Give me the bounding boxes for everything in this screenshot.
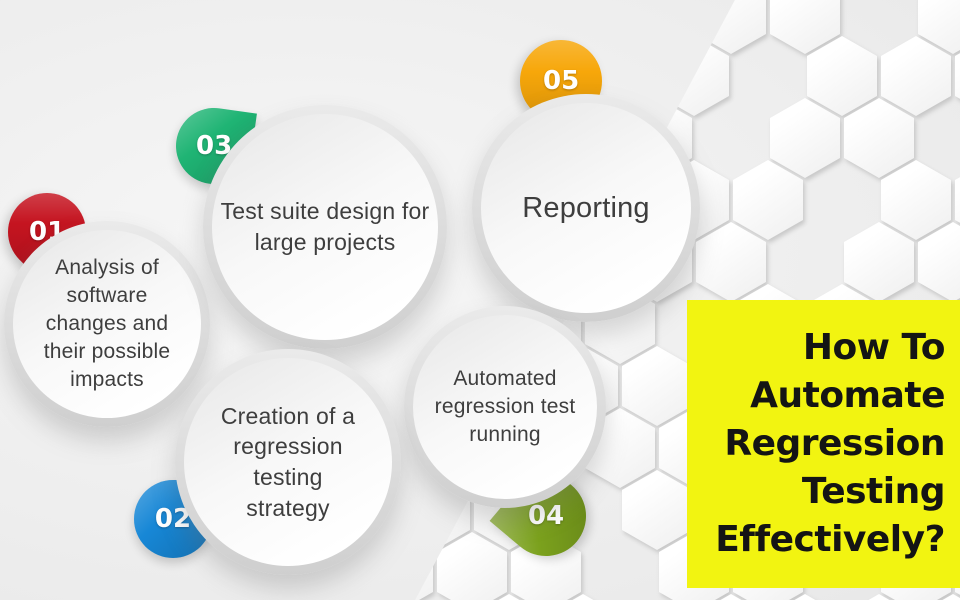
title-line-5: Effectively? <box>715 519 945 560</box>
step-4-circle: Automated regression test running <box>404 306 606 508</box>
hexagon-tile <box>918 222 960 302</box>
step-1-label: Analysis of software changes and their p… <box>43 256 171 391</box>
hexagon <box>733 160 803 240</box>
hexagon-tile <box>955 36 960 116</box>
hexagon <box>437 532 507 600</box>
step-4-disc: Automated regression test running <box>413 315 597 499</box>
hexagon <box>918 222 960 302</box>
hexagon-tile <box>696 0 766 54</box>
step-2-label: Creation of a regression testing strateg… <box>220 402 356 521</box>
hexagon <box>955 36 960 116</box>
hexagon <box>696 594 766 600</box>
hexagon-tile <box>415 532 433 600</box>
hexagon-tile <box>770 594 840 600</box>
hexagon <box>696 222 766 302</box>
step-1-disc: Analysis of software changes and their p… <box>13 230 201 418</box>
hexagon <box>881 36 951 116</box>
step-5-label: Reporting <box>522 191 650 224</box>
step-3-label: Test suite design for large projects <box>220 198 430 255</box>
hexagon-tile <box>696 222 766 302</box>
step-5-circle: Reporting <box>472 94 700 322</box>
title-line-1: How To <box>802 327 946 368</box>
hexagon <box>474 594 544 600</box>
title-line-2: Automate <box>750 375 945 416</box>
hexagon-tile <box>733 160 803 240</box>
title-line-3: Regression <box>724 423 945 464</box>
hexagon-tile <box>918 594 960 600</box>
hexagon <box>696 0 766 54</box>
step-1-circle: Analysis of software changes and their p… <box>4 221 210 427</box>
hexagon <box>770 98 840 178</box>
hexagon-tile <box>955 160 960 240</box>
hexagon <box>437 36 507 116</box>
hexagon <box>844 222 914 302</box>
hexagon-tile <box>881 36 951 116</box>
hexagon-tile <box>326 0 396 54</box>
hexagon-tile <box>807 36 877 116</box>
step-4-label: Automated regression test running <box>434 367 576 446</box>
hexagon <box>622 470 692 550</box>
hexagon <box>326 0 396 54</box>
hexagon <box>770 594 840 600</box>
title-card: How To Automate Regression Testing Effec… <box>687 300 960 588</box>
hexagon <box>844 98 914 178</box>
hexagon-tile <box>844 98 914 178</box>
hexagon <box>415 532 433 600</box>
hexagon-tile <box>881 160 951 240</box>
step-5-disc: Reporting <box>481 103 691 313</box>
hexagon <box>326 594 396 600</box>
hexagon-tile <box>622 346 692 426</box>
step-5-number: 05 <box>542 66 580 96</box>
hexagon-tile <box>326 594 396 600</box>
hexagon <box>844 594 914 600</box>
hexagon-tile <box>474 0 544 54</box>
hexagon-tile <box>474 594 544 600</box>
hexagon <box>881 160 951 240</box>
hexagon <box>918 594 960 600</box>
hexagon <box>415 0 470 54</box>
hexagon-tile <box>415 36 433 116</box>
hexagon-tile <box>696 594 766 600</box>
hexagon <box>415 36 433 116</box>
hexagon-tile <box>437 532 507 600</box>
step-3-circle: Test suite design for large projects <box>203 105 447 349</box>
hexagon-tile <box>770 98 840 178</box>
title-line-4: Testing <box>801 471 946 512</box>
step-4-number: 04 <box>527 501 565 531</box>
hexagon-tile <box>844 594 914 600</box>
hexagon <box>807 36 877 116</box>
hexagon-tile <box>659 36 729 116</box>
hexagon <box>622 346 692 426</box>
hexagon-tile <box>548 594 618 600</box>
hexagon <box>474 0 544 54</box>
hexagon-tile <box>437 36 507 116</box>
hexagon-tile <box>844 222 914 302</box>
hexagon <box>955 160 960 240</box>
step-2-circle: Creation of a regression testing strateg… <box>175 349 401 575</box>
hexagon-tile <box>415 0 470 54</box>
step-2-disc: Creation of a regression testing strateg… <box>184 358 392 566</box>
hexagon <box>659 36 729 116</box>
hexagon <box>548 594 618 600</box>
step-3-disc: Test suite design for large projects <box>212 114 438 340</box>
